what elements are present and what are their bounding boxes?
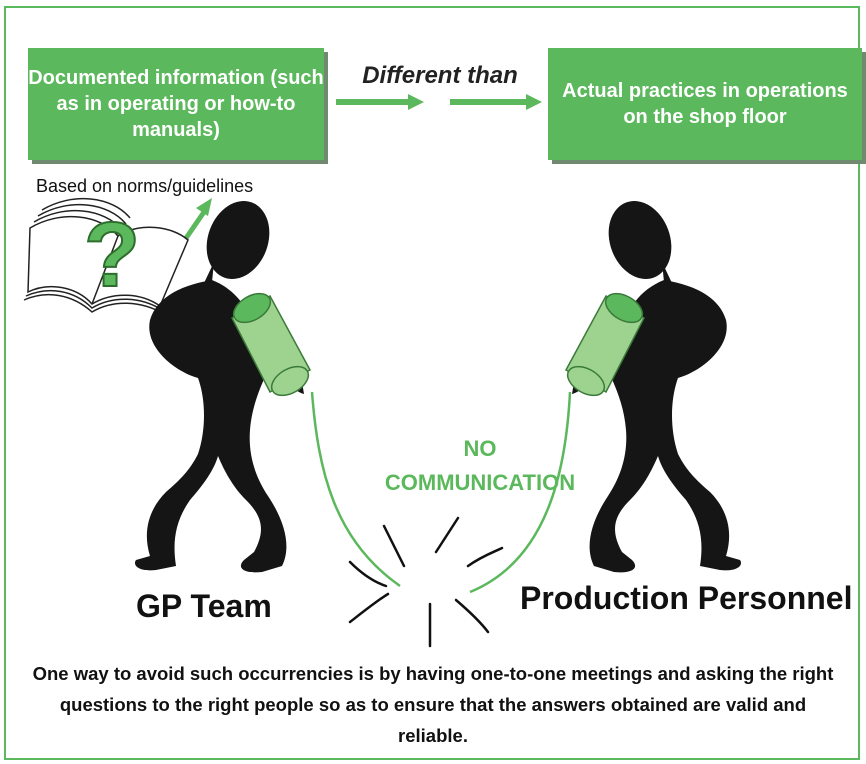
- svg-text:?: ?: [84, 204, 140, 306]
- no-communication-line-2: COMMUNICATION: [384, 470, 576, 495]
- manual-book-icon: [23, 197, 189, 315]
- diagram-frame: [4, 6, 860, 760]
- norms-arrow: [179, 198, 212, 246]
- footer-note: One way to avoid such occurrencies is by…: [32, 663, 834, 746]
- actual-practices-box: Actual practices in operations on the sh…: [548, 48, 862, 160]
- different-than-label: Different than: [362, 62, 518, 89]
- no-communication-label: NO COMMUNICATION: [352, 432, 608, 500]
- tin-can-phone-icon: [564, 292, 645, 397]
- tin-can-phone-icon: [231, 292, 312, 397]
- documented-information-text: Documented information (such as in opera…: [28, 67, 324, 141]
- different-than-arrows: [336, 94, 542, 110]
- broken-connection-burst: [348, 516, 504, 648]
- norms-label: Based on norms/guidelines: [36, 176, 254, 196]
- gp-team-label: GP Team: [136, 588, 272, 624]
- documented-information-box: Documented information (such as in opera…: [28, 48, 324, 160]
- production-personnel-label: Production Personnel: [520, 580, 853, 616]
- no-communication-line-1: NO: [463, 436, 497, 461]
- actual-practices-text: Actual practices in operations on the sh…: [562, 80, 848, 128]
- can-strings: [310, 391, 572, 594]
- question-mark-icon: ?: [83, 203, 141, 307]
